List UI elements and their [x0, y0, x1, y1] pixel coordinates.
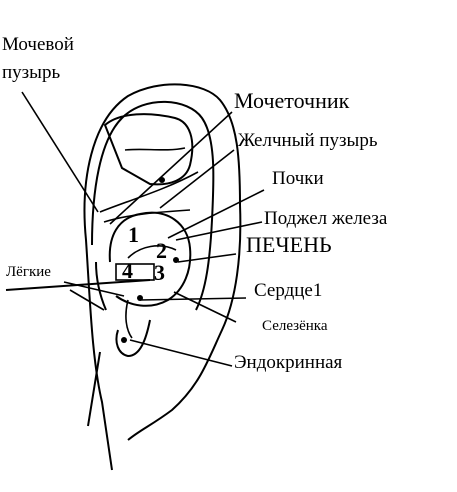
point-number-2: 2 [156, 238, 167, 263]
pointer-liver [177, 253, 237, 263]
label-pancreas: Поджел железа [264, 208, 388, 229]
label-heart: Сердце1 [254, 280, 322, 301]
crus-line-1 [99, 171, 199, 213]
label-bladder-line2: пузырь [2, 62, 60, 83]
pointer-lungs-2 [63, 281, 125, 297]
neck-line [87, 351, 101, 427]
lobe-curve [125, 299, 133, 339]
label-kidneys: Почки [272, 168, 324, 189]
pointer-endocrine [129, 339, 233, 367]
tragus-line [95, 261, 107, 311]
ear-outline [83, 83, 242, 471]
pointer-bladder [21, 91, 99, 213]
label-liver: ПЕЧЕНЬ [246, 232, 332, 257]
label-gallbladder: Желчный пузырь [238, 130, 378, 151]
label-bladder-line1: Мочевой [2, 34, 74, 55]
antihelix-outline [91, 100, 215, 311]
concha-outline [108, 211, 192, 307]
point-number-3: 3 [154, 260, 165, 285]
pointer-ureter [109, 111, 233, 225]
concha-inner [127, 245, 177, 259]
label-endocrine: Эндокринная [234, 352, 343, 373]
pointer-heart [139, 297, 247, 301]
pointer-kidneys [167, 189, 265, 239]
crus-line-2 [103, 209, 191, 223]
lung-box [115, 263, 155, 281]
label-lungs: Лёгкие [6, 264, 51, 280]
triangular-fossa [103, 113, 194, 186]
fossa-inner-line [124, 147, 186, 151]
pointer-lungs-3 [69, 289, 105, 311]
heart-point [137, 295, 143, 301]
liver-point [173, 257, 179, 263]
point-number-4: 4 [122, 258, 133, 283]
pointer-gallbladder [159, 149, 235, 209]
point-number-1: 1 [128, 222, 139, 247]
label-ureter: Мочеточник [234, 88, 350, 113]
lobe-inner [115, 319, 151, 358]
pointer-spleen [173, 291, 237, 323]
endocrine-point [121, 337, 127, 343]
label-spleen: Селезёнка [262, 318, 328, 334]
pointer-pancreas [175, 221, 263, 241]
